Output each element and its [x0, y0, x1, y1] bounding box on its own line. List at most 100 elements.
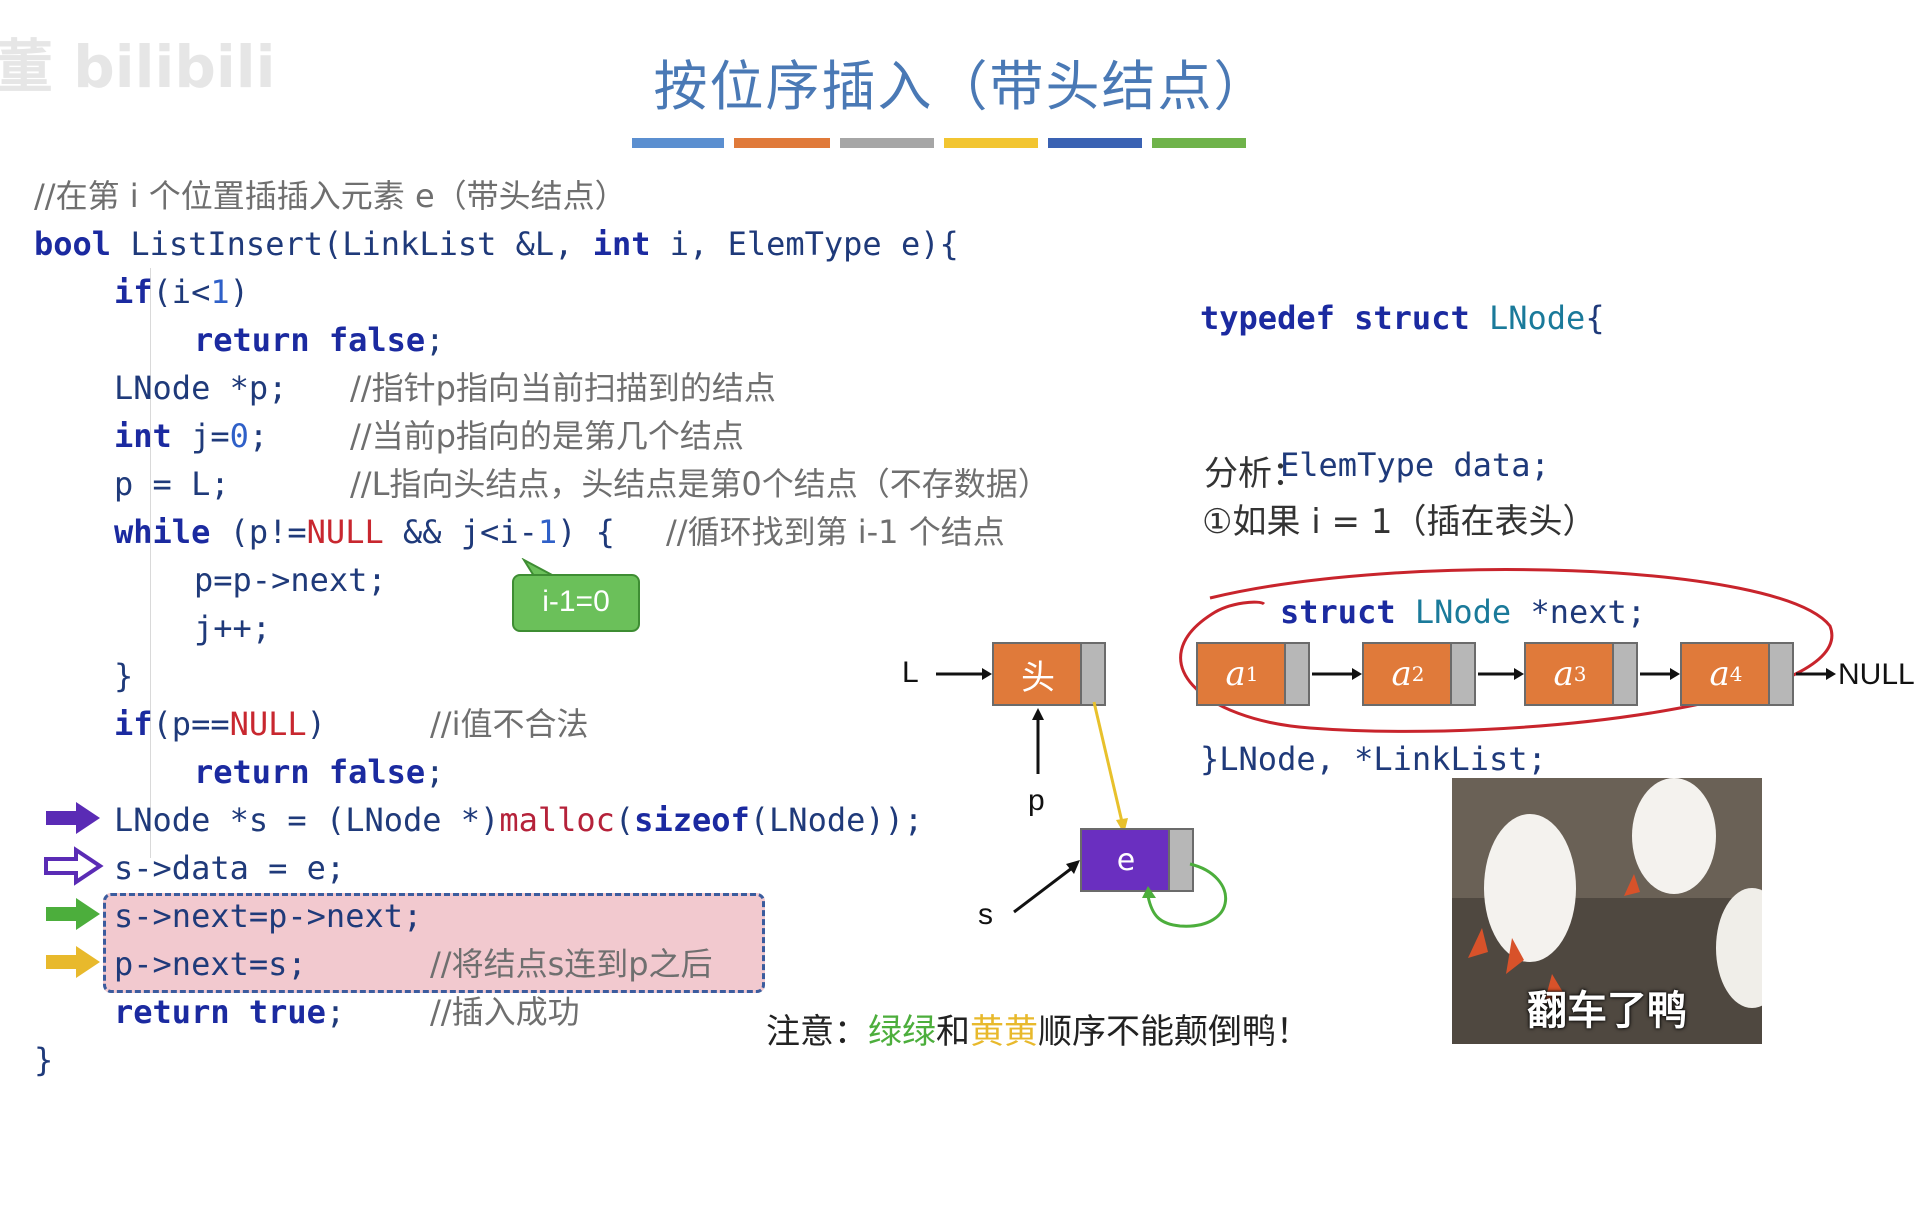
- meme-image: 翻车了鸭: [1452, 778, 1762, 1044]
- code-text: ;: [425, 753, 445, 791]
- type-name: LNode: [1469, 299, 1586, 337]
- code-comment-line: //i值不合法: [430, 700, 588, 748]
- type-name: LNode: [1395, 593, 1512, 631]
- new-node-label: e: [1116, 842, 1136, 878]
- code-comment: //在第 i 个位置插插入元素 e（带头结点）: [34, 177, 627, 215]
- step-arrows: [44, 802, 104, 978]
- code-text: ElemType data;: [1280, 446, 1550, 484]
- function-name: malloc: [499, 801, 615, 839]
- code-comment: //将结点s连到p之后: [430, 945, 713, 983]
- code-text: *next;: [1511, 593, 1647, 631]
- code-text: ;: [248, 417, 269, 455]
- watermark: 董 bilibili: [0, 33, 276, 101]
- color-bar: [944, 138, 1038, 148]
- code-line: int j=0;: [114, 412, 268, 460]
- keyword: bool: [34, 225, 112, 263]
- code-block: //在第 i 个位置插插入元素 e（带头结点） bool ListInsert(…: [34, 172, 1114, 1072]
- code-text: }LNode, *LinkList;: [1200, 740, 1547, 778]
- keyword: typedef struct: [1200, 299, 1470, 337]
- note-suffix: 顺序不能颠倒鸭！: [1038, 1012, 1310, 1052]
- code-line: return false;: [194, 748, 444, 796]
- code-text: ;: [325, 993, 346, 1031]
- next-pointer-field: [1612, 644, 1636, 704]
- struct-line: }LNode, *LinkList;: [1200, 735, 1900, 784]
- color-bar: [632, 138, 724, 148]
- number-literal: 1: [210, 273, 230, 311]
- slide-title: 按位序插入（带头结点）: [653, 55, 1270, 118]
- code-comment: //指针p指向当前扫描到的结点: [350, 369, 776, 407]
- arrow-right-icon: [1312, 668, 1362, 680]
- keyword: int: [592, 225, 651, 263]
- ducks-illustration: [1452, 778, 1762, 1044]
- green-self-loop-arrow: [1142, 862, 1228, 928]
- code-comment: //插入成功: [430, 993, 580, 1031]
- next-pointer-field: [1450, 644, 1474, 704]
- code-text: ) {: [557, 513, 615, 551]
- code-text: (i<: [152, 273, 211, 311]
- arrow-yellow-icon: [46, 946, 100, 978]
- title-color-bars: [632, 138, 1246, 148]
- color-bar: [734, 138, 830, 148]
- code-text: (: [614, 801, 635, 839]
- code-text: j=: [171, 417, 230, 455]
- code-text: p=p->next;: [194, 561, 387, 599]
- next-pointer-field: [1284, 644, 1308, 704]
- next-pointer-field: [1080, 644, 1104, 704]
- code-comment-line: //当前p指向的是第几个结点: [350, 412, 744, 460]
- arrow-green-icon: [46, 898, 100, 930]
- struct-line: struct LNode *next;: [1200, 588, 1900, 637]
- code-comment: //当前p指向的是第几个结点: [350, 417, 744, 455]
- keyword: return false: [194, 321, 426, 359]
- keyword: if: [114, 705, 153, 743]
- keyword: sizeof: [634, 801, 750, 839]
- keyword: struct: [1280, 593, 1396, 631]
- arrow-right-icon: [1478, 668, 1524, 680]
- node-letter: a: [1391, 654, 1412, 694]
- code-comment-line: //将结点s连到p之后: [430, 940, 713, 988]
- meme-caption: 翻车了鸭: [1527, 988, 1687, 1034]
- analysis-case1: ①如果 i = 1（插在表头）: [1202, 502, 1597, 542]
- code-line: p = L;: [114, 460, 230, 508]
- new-node-e: e: [1080, 828, 1194, 892]
- color-bar: [840, 138, 934, 148]
- code-text: i, ElemType e){: [650, 225, 959, 263]
- code-text: LNode *p;: [114, 369, 288, 407]
- node-letter: a: [1553, 654, 1574, 694]
- code-line: LNode *p;: [114, 364, 287, 412]
- struct-line: ElemType data;: [1200, 441, 1900, 490]
- code-line-while: while (p!=NULL && j<i-1) {: [114, 508, 615, 556]
- code-comment-line: //L指向头结点，头结点是第0个结点（不存数据）: [350, 460, 1050, 508]
- head-node: 头: [992, 642, 1106, 706]
- color-bar: [1152, 138, 1246, 148]
- list-link-arrows: [1312, 668, 1836, 680]
- node-subscript: 1: [1245, 662, 1259, 686]
- arrow-right-icon: [1796, 668, 1836, 680]
- null-label: NULL: [1838, 658, 1915, 691]
- note-green: 绿绿: [868, 1012, 936, 1052]
- code-text: &L,: [496, 225, 593, 263]
- node-subscript: 4: [1729, 662, 1743, 686]
- code-text: p = L;: [114, 465, 230, 503]
- code-line: return true;: [114, 988, 345, 1036]
- code-text: && j<i-: [383, 513, 538, 551]
- highlight-box: [103, 893, 765, 993]
- code-text: s->data = e;: [114, 849, 346, 887]
- color-bar: [1048, 138, 1142, 148]
- node-subscript: 2: [1411, 662, 1425, 686]
- code-comment: //L指向头结点，头结点是第0个结点（不存数据）: [350, 465, 1050, 503]
- label-s: s: [978, 898, 993, 931]
- code-line: j++;: [194, 604, 271, 652]
- null-literal: NULL: [306, 513, 384, 551]
- code-comment: //i值不合法: [430, 705, 589, 743]
- code-text: ): [306, 705, 326, 743]
- code-text: p->next=s;: [114, 945, 307, 983]
- struct-definition: typedef struct LNode{ ElemType data; str…: [1200, 196, 1900, 778]
- null-literal: NULL: [229, 705, 307, 743]
- arrow-purple-outline-icon: [44, 846, 104, 886]
